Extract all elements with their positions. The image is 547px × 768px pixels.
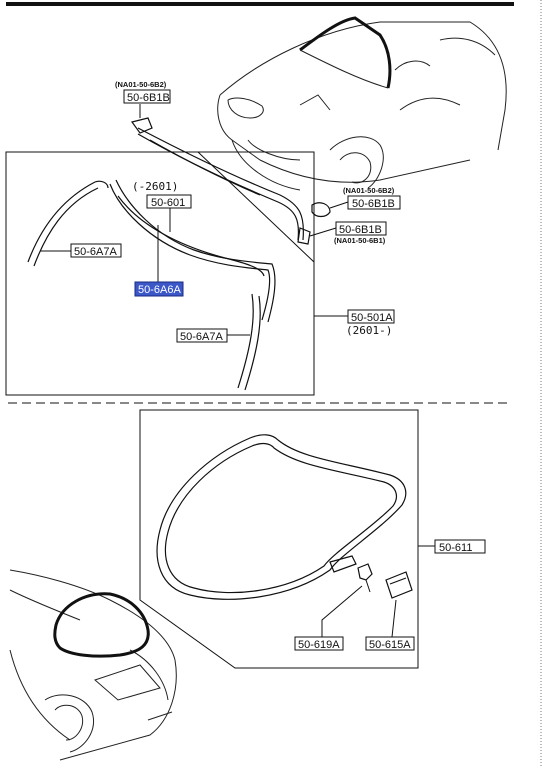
- label-50-615a: 50-615A: [369, 639, 411, 651]
- inset-connector: [197, 151, 315, 263]
- inset-frame: [5, 151, 315, 396]
- label-box-50-6b1b-top: [123, 89, 171, 104]
- clip-part: [357, 563, 373, 593]
- inset-parts: [27, 179, 276, 391]
- label-code-na01-50-6b2-right: (NA01-50-6B2): [343, 186, 395, 195]
- leader-line: [321, 585, 363, 637]
- label-range-2601: (-2601): [132, 180, 178, 193]
- leader-line: [309, 227, 337, 237]
- cap-part: [385, 571, 413, 599]
- label-50-6b1b-right: 50-6B1B: [352, 198, 395, 210]
- label-50-6a6a[interactable]: 50-6A6A: [138, 284, 181, 296]
- label-box-50-601: [146, 194, 192, 209]
- label-50-6a7a-right: 50-6A7A: [180, 331, 223, 343]
- highlighted-part-50-6a6a[interactable]: [134, 281, 184, 297]
- label-50-6b1b-top: 50-6B1B: [127, 92, 170, 104]
- label-50-611: 50-611: [439, 542, 472, 554]
- leader-line: [329, 201, 349, 209]
- label-50-619a: 50-619A: [298, 639, 340, 651]
- front-car-illustration: [217, 16, 507, 191]
- label-range-2601-plus: (2601-): [346, 324, 392, 337]
- rear-window-seal: [156, 434, 407, 600]
- label-50-6a7a-left: 50-6A7A: [74, 246, 117, 258]
- label-box-50-615a: [365, 636, 415, 651]
- label-50-501a: 50-501A: [351, 312, 393, 324]
- top-border: [6, 2, 514, 6]
- label-50-601: 50-601: [151, 197, 185, 209]
- rear-seal-frame: [139, 409, 419, 669]
- rear-car-illustration: [9, 569, 177, 761]
- label-code-na01-50-6b1: (NA01-50-6B1): [334, 236, 386, 245]
- label-code-na01-50-6b2-top: (NA01-50-6B2): [115, 80, 167, 89]
- label-50-6b1b-lower: 50-6B1B: [339, 224, 382, 236]
- leader-line: [391, 599, 397, 638]
- label-box-50-619a: [294, 636, 344, 651]
- header-strip: [130, 117, 331, 245]
